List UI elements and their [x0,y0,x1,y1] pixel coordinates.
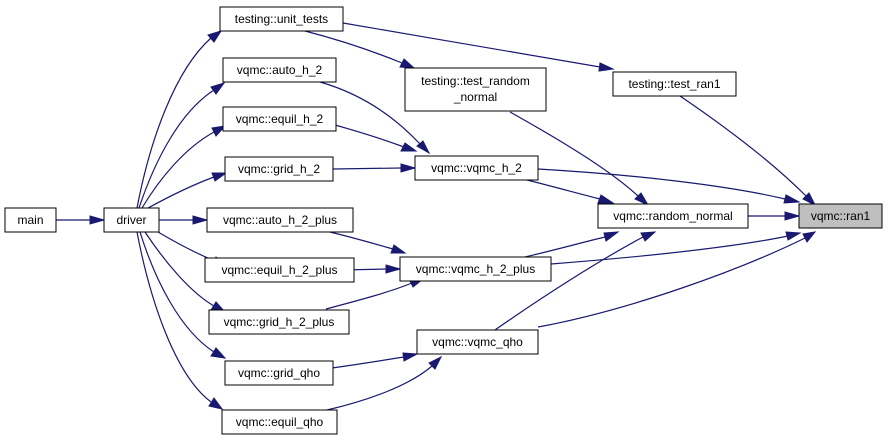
node-main-label: main [17,213,43,227]
node-grid-qho[interactable]: vqmc::grid_qho [224,360,334,386]
node-equil-h-2[interactable]: vqmc::equil_h_2 [222,106,337,132]
edge-vqmc-h-2-to-ran1 [537,168,801,204]
node-ran1-label: vqmc::ran1 [811,209,871,223]
node-vqmc-h-2[interactable]: vqmc::vqmc_h_2 [414,155,539,181]
node-grid-h-2-plus-label: vqmc::grid_h_2_plus [224,315,335,329]
edge-driver-to-auto-h-2 [138,82,226,209]
node-vqmc-qho[interactable]: vqmc::vqmc_qho [416,329,539,355]
node-test-ran1[interactable]: testing::test_ran1 [612,71,737,97]
edge-vqmc-qho-to-random-normal [494,231,657,331]
node-vqmc-h-2-label: vqmc::vqmc_h_2 [431,161,522,175]
node-unit-tests[interactable]: testing::unit_tests [219,6,344,32]
node-random-normal-label: vqmc::random_normal [613,209,732,223]
graph-edges [56,22,817,411]
edge-driver-to-auto-h-2-plus [159,215,209,225]
node-grid-h-2-plus[interactable]: vqmc::grid_h_2_plus [208,309,350,335]
node-equil-qho[interactable]: vqmc::equil_qho [221,409,338,435]
edge-driver-to-equil-h-2 [141,125,227,209]
node-test-ran1-label: testing::test_ran1 [628,77,720,91]
edge-driver-to-equil-qho [136,231,224,410]
node-equil-qho-label: vqmc::equil_qho [236,415,324,429]
node-driver-label: driver [116,213,146,227]
edge-unit-tests-to-test-ran1 [342,22,615,72]
edge-vqmc-qho-to-ran1 [537,231,817,328]
node-grid-h-2-label: vqmc::grid_h_2 [238,162,320,176]
node-auto-h-2-label: vqmc::auto_h_2 [237,63,323,77]
edge-vqmc-h-2-plus-to-random-normal [524,231,620,258]
node-test-random-normal[interactable]: testing::test_random _normal [404,67,547,112]
edge-driver-to-unit-tests [136,30,223,209]
node-vqmc-qho-label: vqmc::vqmc_qho [432,335,523,349]
edge-test-random-normal-to-random-normal [509,111,650,207]
node-auto-h-2-plus[interactable]: vqmc::auto_h_2_plus [206,207,354,233]
edge-auto-h-2-to-vqmc-h-2 [319,81,431,155]
edge-grid-qho-to-vqmc-qho [331,352,419,369]
edge-vqmc-h-2-to-random-normal [526,179,615,204]
edge-driver-to-grid-h-2 [147,172,228,209]
node-auto-h-2[interactable]: vqmc::auto_h_2 [222,57,337,83]
node-grid-qho-label: vqmc::grid_qho [238,366,320,380]
edge-unit-tests-to-test-random-normal [304,30,416,69]
graph-nodes: main driver testing::unit_tests vqmc::au… [4,6,883,435]
node-equil-h-2-plus-label: vqmc::equil_h_2_plus [221,263,337,277]
node-random-normal[interactable]: vqmc::random_normal [597,203,749,229]
edge-equil-qho-to-vqmc-qho [326,355,443,411]
node-test-random-normal-label-line2: _normal [453,90,497,104]
node-equil-h-2-label: vqmc::equil_h_2 [236,112,324,126]
edge-auto-h-2-plus-to-vqmc-h-2-plus [329,231,407,254]
node-grid-h-2[interactable]: vqmc::grid_h_2 [224,156,334,182]
node-ran1[interactable]: vqmc::ran1 [798,203,883,229]
node-test-random-normal-label-line1: testing::test_random [421,74,530,88]
node-unit-tests-label: testing::unit_tests [235,12,328,26]
edge-driver-to-grid-qho [139,231,227,359]
node-vqmc-h-2-plus-label: vqmc::vqmc_h_2_plus [416,262,535,276]
edge-equil-h-2-to-vqmc-h-2 [334,124,418,152]
node-main[interactable]: main [4,207,57,233]
edge-random-normal-to-ran1 [748,211,801,221]
node-vqmc-h-2-plus[interactable]: vqmc::vqmc_h_2_plus [399,256,552,282]
edge-main-to-driver [56,215,106,225]
edge-grid-h-2-to-vqmc-h-2 [332,163,417,173]
edge-test-ran1-to-ran1 [679,95,817,207]
edge-vqmc-h-2-plus-to-ran1 [550,231,802,265]
node-equil-h-2-plus[interactable]: vqmc::equil_h_2_plus [204,257,355,283]
node-auto-h-2-plus-label: vqmc::auto_h_2_plus [223,213,337,227]
node-driver[interactable]: driver [103,207,160,233]
edge-grid-h-2-plus-to-vqmc-h-2-plus [325,278,425,310]
